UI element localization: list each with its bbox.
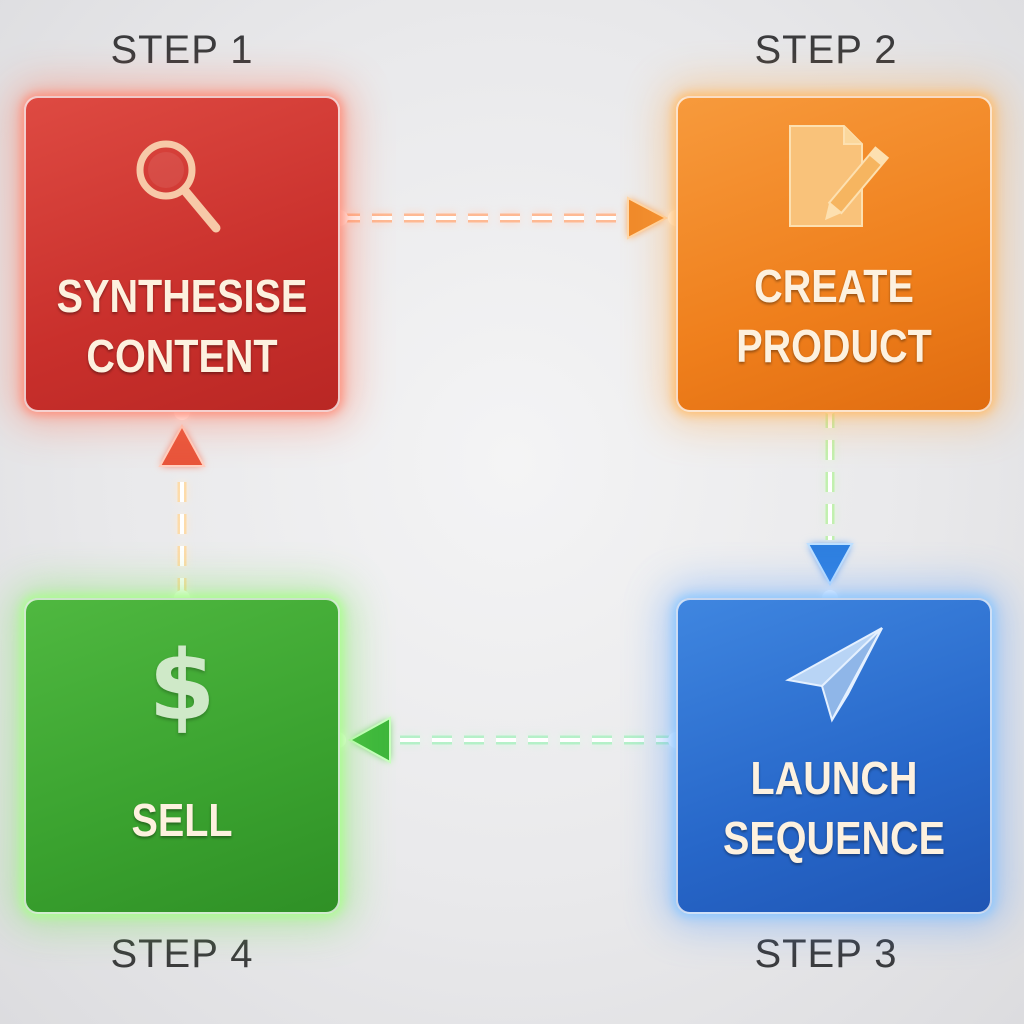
step-1-title: SYNTHESISE CONTENT	[48, 266, 316, 386]
step-3-label: STEP 3	[754, 932, 898, 976]
step-3-title-line-1: LAUNCH	[750, 752, 918, 804]
step-2-title: CREATE PRODUCT	[700, 256, 968, 376]
arrowhead-left	[347, 716, 391, 764]
step-4-title: SELL	[48, 790, 316, 850]
connector-step1-to-step2	[332, 196, 684, 240]
step-3-box: LAUNCH SEQUENCE	[676, 598, 992, 914]
step-1-box: SYNTHESISE CONTENT	[24, 96, 340, 412]
step-1-label: STEP 1	[110, 28, 254, 72]
step-4-box: $ SELL	[24, 598, 340, 914]
step-4-label: STEP 4	[110, 932, 254, 976]
step-3-title-line-2: SEQUENCE	[722, 812, 946, 864]
magnifying-glass-icon	[136, 140, 221, 233]
step-2-label: STEP 2	[754, 28, 898, 72]
arrowhead-down	[806, 543, 854, 587]
paper-plane-icon	[785, 627, 883, 723]
connector-step3-to-step4	[330, 716, 684, 764]
step-2-title-line-1: CREATE	[754, 260, 914, 312]
step-1-title-line-1: SYNTHESISE	[56, 270, 308, 322]
connector-step4-to-step1	[158, 404, 206, 606]
connector-step2-to-step3	[806, 398, 854, 606]
arrowhead-up	[158, 423, 206, 467]
step-2-title-line-2: PRODUCT	[736, 320, 932, 372]
dollar-sign-icon: $	[148, 630, 216, 742]
document-pencil-icon	[789, 125, 890, 227]
step-3-title: LAUNCH SEQUENCE	[700, 748, 968, 868]
arrowhead-right	[627, 196, 669, 240]
step-1-title-line-2: CONTENT	[86, 330, 278, 382]
step-2-box: CREATE PRODUCT	[676, 96, 992, 412]
step-4-title-line-1: SELL	[131, 794, 233, 846]
